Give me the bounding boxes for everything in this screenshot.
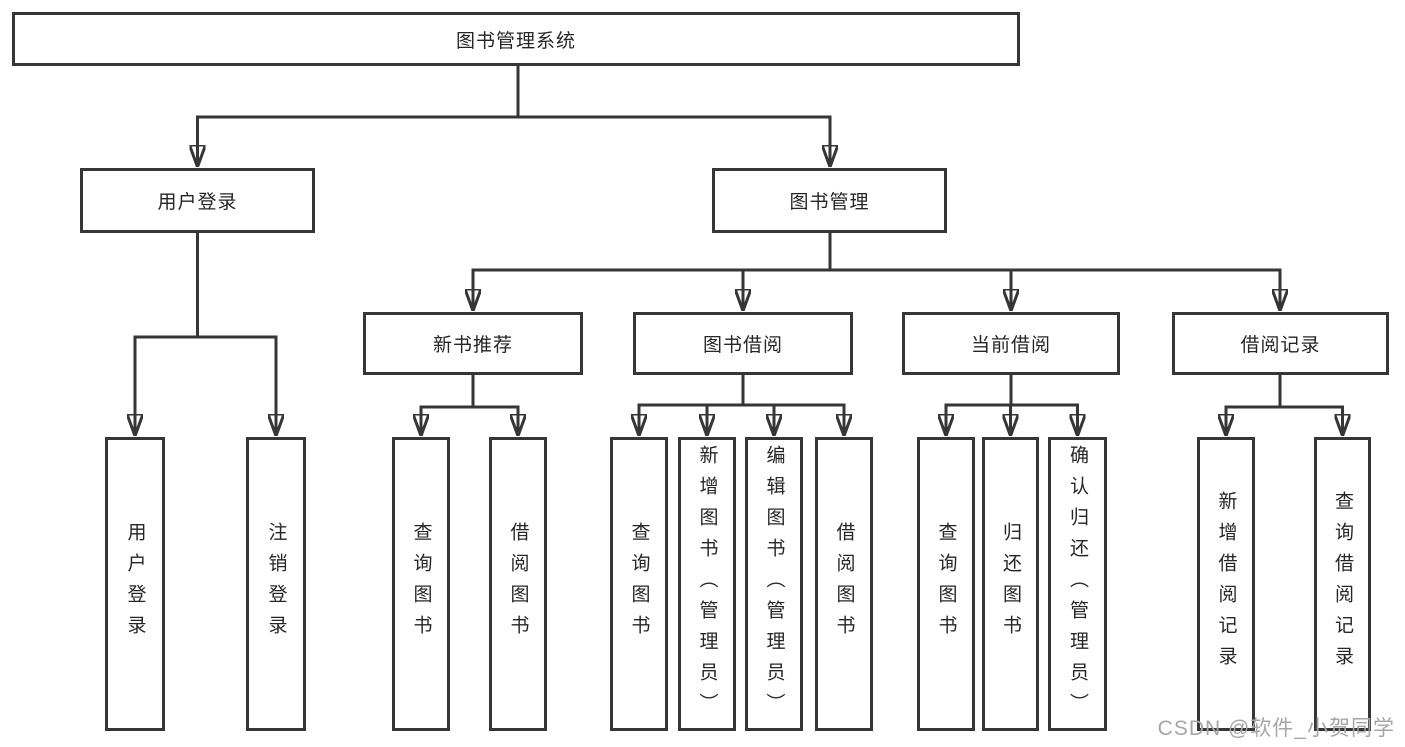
node-label: 新增借阅记录 [1215, 491, 1237, 677]
node-user-login: 用户登录 [80, 168, 315, 233]
node-label: 图书管理系统 [455, 30, 576, 52]
node-label: 借阅记录 [1240, 335, 1321, 356]
node-book-borrowing: 图书借阅 [633, 312, 853, 375]
node-library-management-system: 图书管理系统 [12, 12, 1020, 66]
connector [135, 335, 276, 436]
leaf-current-query-books: 查询图书 [917, 437, 975, 731]
leaf-borrowing-borrow-books: 借阅图书 [815, 437, 873, 731]
node-label: 确认归还（管理员） [1067, 444, 1088, 724]
node-label: 用户登录 [124, 522, 146, 646]
node-label: 查询图书 [410, 522, 432, 646]
node-label: 图书借阅 [702, 335, 783, 356]
node-label: 新增图书（管理员） [696, 444, 718, 724]
leaf-logout-login: 注销登录 [246, 437, 306, 731]
connector [198, 115, 831, 167]
leaf-recommend-borrow-books: 借阅图书 [489, 437, 547, 731]
leaf-records-add-borrow-record: 新增借阅记录 [1197, 437, 1255, 731]
node-label: 借阅图书 [833, 522, 855, 646]
leaf-borrowing-add-books-admin: 新增图书（管理员） [678, 437, 736, 731]
leaf-user-login: 用户登录 [105, 437, 165, 731]
node-label: 图书管理 [789, 192, 870, 213]
leaf-current-return-books: 归还图书 [982, 437, 1039, 731]
watermark-text: CSDN @软件_小贺同学 [1157, 717, 1395, 740]
node-label: 编辑图书（管理员） [763, 444, 785, 724]
node-label: 归还图书 [1000, 522, 1021, 646]
leaf-recommend-query-books: 查询图书 [392, 437, 450, 731]
node-current-borrowing: 当前借阅 [902, 312, 1120, 375]
node-label: 查询图书 [935, 522, 957, 646]
connector [473, 268, 1280, 311]
node-label: 注销登录 [265, 522, 287, 646]
node-label: 当前借阅 [970, 335, 1051, 356]
connector [1226, 405, 1343, 436]
node-new-book-recommendation: 新书推荐 [363, 312, 583, 375]
connector [421, 405, 518, 436]
leaf-current-confirm-return-admin: 确认归还（管理员） [1048, 437, 1107, 731]
leaf-records-query-borrow-record: 查询借阅记录 [1314, 437, 1371, 731]
connector [639, 403, 844, 436]
node-label: 用户登录 [157, 192, 238, 213]
leaf-borrowing-query-books: 查询图书 [610, 437, 668, 731]
node-label: 查询借阅记录 [1332, 491, 1353, 677]
node-label: 新书推荐 [432, 335, 513, 356]
node-book-management: 图书管理 [712, 168, 947, 233]
node-borrowing-records: 借阅记录 [1172, 312, 1389, 375]
node-label: 借阅图书 [507, 522, 529, 646]
node-label: 查询图书 [628, 522, 650, 646]
leaf-borrowing-edit-books-admin: 编辑图书（管理员） [745, 437, 803, 731]
